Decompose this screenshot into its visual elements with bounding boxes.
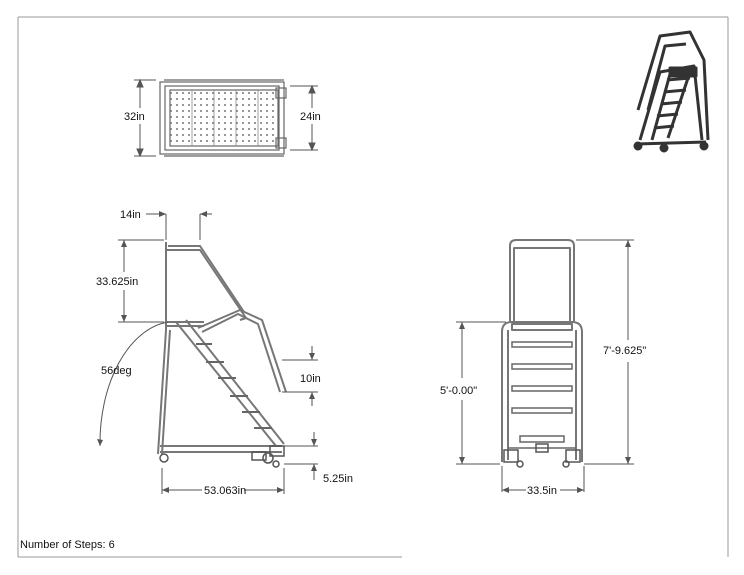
side-view: 14in 33.625in 56deg 10in 53.063in 5.25in xyxy=(96,209,353,497)
front-view: 5'-0.00" 7'-9.625" 33.5in xyxy=(440,239,646,497)
overall-height-label: 7'-9.625" xyxy=(603,345,646,357)
handrail-height-label: 33.625in xyxy=(96,276,138,288)
base-width-label: 33.5in xyxy=(527,485,557,497)
width-dimension xyxy=(134,78,156,158)
step-depth-label: 10in xyxy=(300,373,321,385)
caster-label: 5.25in xyxy=(323,473,353,485)
sheet-border xyxy=(17,16,729,558)
isometric-view xyxy=(633,30,710,153)
platform-height-label: 5'-0.00" xyxy=(440,385,477,397)
angle-label: 56deg xyxy=(101,365,132,377)
depth-dimension xyxy=(290,84,318,152)
steps-count-text: Number of Steps: 6 xyxy=(20,539,115,551)
depth-label: 24in xyxy=(300,111,321,123)
width-label: 32in xyxy=(124,111,145,123)
top-view: 32in 24in xyxy=(124,78,321,158)
base-length-label: 53.063in xyxy=(204,485,246,497)
top-offset-label: 14in xyxy=(120,209,141,221)
